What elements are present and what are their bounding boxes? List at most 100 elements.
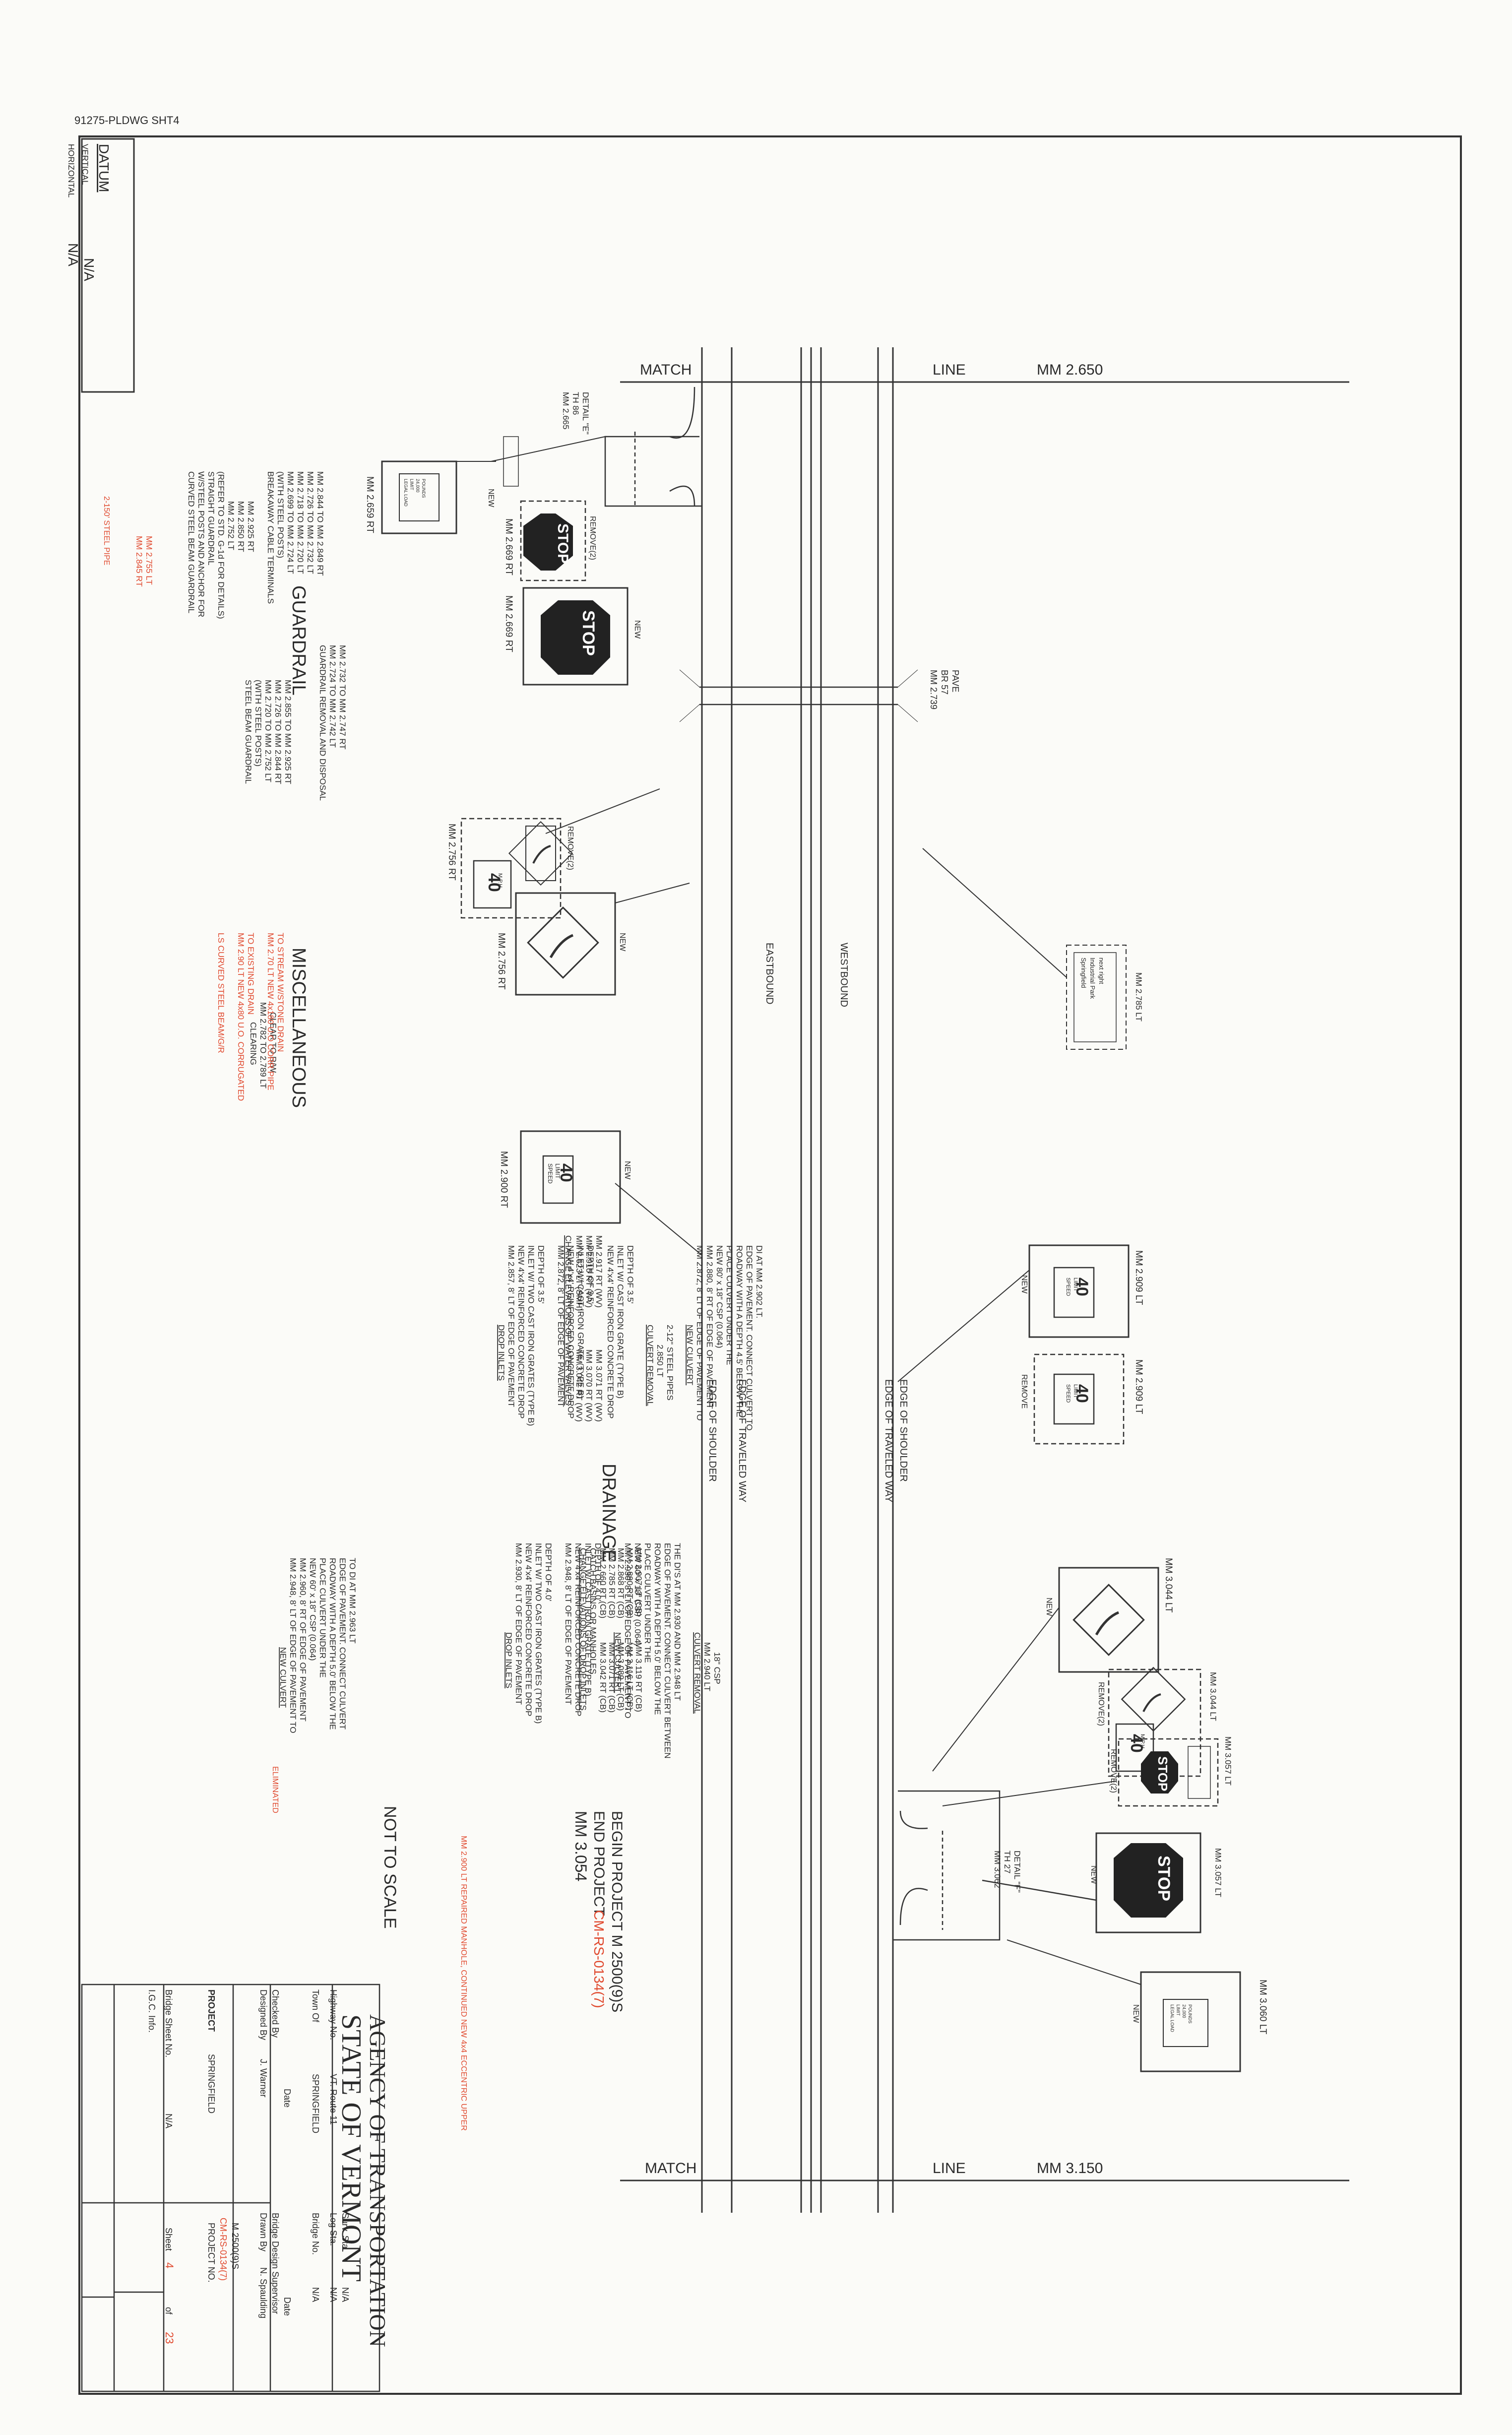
drainage-mh-block: CHANGE ELEVATIONS OF WATER VALVES MM 2.6… [564,1235,604,1422]
drainage-red-manhole: MM 2.900 LT REPAIRED MANHOLE, CONTINUED … [459,1836,468,2131]
sign-stop-new-3057: STOP NEW MM 3.057 LT [1089,1832,1223,1933]
svg-text:MM 3.071 RT (WV): MM 3.071 RT (WV) [594,1349,604,1422]
svg-text:CHANGE ELEVATIONS OF WATER VAL: CHANGE ELEVATIONS OF WATER VALVES [564,1235,573,1406]
svg-text:NEW: NEW [1132,2004,1140,2023]
svg-text:MM 2.70 LT NEW 4x180 U.O CORR: MM 2.70 LT NEW 4x180 U.O CORR PIPE [266,933,275,1090]
svg-text:MM 2.699 TO MM 2.724 LT: MM 2.699 TO MM 2.724 LT [286,471,295,574]
svg-text:Surv. Sta.: Surv. Sta. [340,2213,350,2251]
svg-text:J. Warner: J. Warner [258,2059,268,2097]
guardrail-title: GUARDRAIL [288,585,309,696]
match-top-left: MATCH [640,362,692,378]
svg-text:MM 3.042 RT (CB): MM 3.042 RT (CB) [598,1642,608,1713]
label-edge-traveled-1: EDGE OF TRAVELED WAY [737,1379,748,1502]
svg-text:PAVE: PAVE [950,670,960,692]
svg-text:STRAIGHT GUARDRAIL: STRAIGHT GUARDRAIL [206,471,216,566]
svg-text:N. Spaulding: N. Spaulding [258,2267,268,2318]
svg-text:EDGE OF PAVEMENT. CONNECT CULV: EDGE OF PAVEMENT. CONNECT CULVERT TO [745,1245,754,1430]
svg-text:MM 2.930, 8' LT OF EDGE OF PAV: MM 2.930, 8' LT OF EDGE OF PAVEMENT [514,1543,523,1705]
svg-text:NEW CULVERT: NEW CULVERT [613,1632,623,1693]
drainage-inlets-block: DROP INLETS MM 2.857, 8' LT OF EDGE OF P… [497,1245,764,1430]
svg-text:MM 2.948, 8' LT OF EDGE OF PAV: MM 2.948, 8' LT OF EDGE OF PAVEMENT [564,1543,573,1705]
svg-text:STOP: STOP [1155,1756,1170,1791]
svg-text:AGENCY OF TRANSPORTATION: AGENCY OF TRANSPORTATION [365,2014,390,2347]
svg-text:ROADWAY WITH A DEPTH 5.0' BELO: ROADWAY WITH A DEPTH 5.0' BELOW THE [653,1543,662,1715]
svg-text:M.P.H.: M.P.H. [1139,1734,1145,1750]
svg-text:PLACE CULVERT UNDER THE: PLACE CULVERT UNDER THE [318,1558,327,1678]
match-bottom-left: MATCH [645,2160,696,2177]
svg-text:Bridge No.: Bridge No. [311,2213,320,2255]
mm-3057b: MM 3.057 LT [1213,1848,1223,1897]
mm-2669b: MM 2.669 RT [504,595,514,652]
svg-text:LIMIT: LIMIT [1072,1384,1078,1398]
mm-3044a: MM 3.044 LT [1163,1558,1174,1613]
svg-text:DEPTH OF 3.5': DEPTH OF 3.5' [536,1245,546,1304]
svg-text:MM 2.850 RT: MM 2.850 RT [236,501,246,552]
svg-text:N/A: N/A [311,2287,320,2302]
mm-2659: MM 2.659 RT [365,476,375,533]
label-edge-shoulder-1: EDGE OF SHOULDER [707,1379,718,1482]
svg-text:ROADWAY WITH A DEPTH 4.5' BELO: ROADWAY WITH A DEPTH 4.5' BELOW THE [735,1245,744,1417]
title-sheet-info: I.G.C. Info. Bridge Sheet No. N/A Sheet … [147,1989,176,2344]
svg-text:REMOVE(2): REMOVE(2) [1109,1749,1118,1793]
svg-text:INLET W/ CAST IRON GRATE (TYPE: INLET W/ CAST IRON GRATE (TYPE B) [576,1245,585,1399]
svg-text:NEW 80' x 18" CSP (0.064): NEW 80' x 18" CSP (0.064) [715,1245,724,1348]
svg-text:Log Sta.: Log Sta. [328,2213,338,2246]
datum-title: DATUM [96,144,112,192]
svg-text:MM 2.915 RT (WV): MM 2.915 RT (WV) [584,1235,594,1308]
svg-text:THE DI'S AT MM 2.930 AND MM 2.: THE DI'S AT MM 2.930 AND MM 2.948 LT [673,1543,682,1701]
svg-text:INLET W/ CAST IRON GRATE (TYPE: INLET W/ CAST IRON GRATE (TYPE B) [583,1543,593,1696]
svg-text:DETAIL "F": DETAIL "F" [1012,1851,1022,1893]
svg-text:MM 2.857, 8' LT OF EDGE OF PAV: MM 2.857, 8' LT OF EDGE OF PAVEMENT [506,1245,516,1407]
svg-text:NEW CULVERT: NEW CULVERT [685,1325,694,1385]
svg-text:POUNDS: POUNDS [1188,2004,1193,2024]
match-top-right: LINE [933,362,966,378]
svg-text:MM 3.062: MM 3.062 [993,1851,1002,1888]
svg-text:Sheet: Sheet [164,2228,174,2251]
svg-text:NEW 4'x4' REINFORCED CONCRETE: NEW 4'x4' REINFORCED CONCRETE DROP [573,1543,583,1716]
label-edge-traveled-2: EDGE OF TRAVELED WAY [883,1379,894,1502]
svg-text:2.850 LT: 2.850 LT [655,1345,665,1377]
svg-text:(WITH STEEL POSTS): (WITH STEEL POSTS) [253,680,263,767]
svg-text:MM 2.739: MM 2.739 [929,670,939,709]
mm-2909b: MM 2.909 LT [1134,1359,1144,1414]
svg-text:40: 40 [1072,1278,1091,1296]
svg-text:BREAKAWAY CABLE TERMINALS: BREAKAWAY CABLE TERMINALS [266,471,275,604]
datum-box: DATUM VERTICAL N/A HORIZONTAL N/A [65,138,135,393]
sign-curve-remove-2756: 40 M.P.H. REMOVE(2) MM 2.756 RT [446,788,660,919]
sheet-border [78,135,1462,2395]
svg-text:LEGAL LOAD: LEGAL LOAD [1170,2004,1175,2032]
svg-text:DROP INLETS: DROP INLETS [504,1632,513,1688]
match-bottom-right: LINE [933,2160,966,2177]
sign-stop-new-2669: STOP NEW MM 2.669 RT [504,587,641,686]
svg-text:NEW: NEW [633,620,641,639]
svg-text:MM 2.844 TO MM 2.849 RT: MM 2.844 TO MM 2.849 RT [315,471,325,576]
sign-info-2785: Springfield Industrial Park next right M… [922,848,1143,1050]
svg-text:MM 2.948, 8' LT OF EDGE OF PAV: MM 2.948, 8' LT OF EDGE OF PAVEMENT TO [288,1558,298,1733]
svg-text:EDGE OF PAVEMENT. CONNECT CULV: EDGE OF PAVEMENT. CONNECT CULVERT BETWEE… [663,1543,672,1759]
svg-text:STOP: STOP [1154,1856,1173,1901]
svg-text:PROJECT NO.: PROJECT NO. [206,2223,216,2283]
svg-text:N/A: N/A [340,2287,350,2302]
svg-text:TO DI AT MM 2.963 LT: TO DI AT MM 2.963 LT [348,1558,357,1644]
drainage-right-inlets: DROP INLETS MM 2.930, 8' LT OF EDGE OF P… [504,1543,722,1759]
svg-text:REMOVE(2): REMOVE(2) [1097,1682,1105,1726]
svg-text:MM 2.726 TO MM 2.844 RT: MM 2.726 TO MM 2.844 RT [273,680,283,784]
svg-text:Date: Date [282,2089,292,2108]
svg-text:next right: next right [1098,958,1105,984]
svg-text:TH 27: TH 27 [1003,1851,1012,1873]
svg-text:Date: Date [282,2297,292,2316]
svg-text:24,000: 24,000 [1182,2004,1187,2018]
mm-2669a: MM 2.669 RT [504,518,514,576]
guardrail-right-block: STEEL BEAM GUARDRAIL (WITH STEEL POSTS) … [244,645,347,801]
label-eastbound: EASTBOUND [764,943,775,1004]
sign-stop-remove-3057: STOP REMOVE(2) MM 3.057 LT [942,1736,1233,1807]
svg-text:MM 2.872, 8' LT OF EDGE OF PAV: MM 2.872, 8' LT OF EDGE OF PAVEMENT [556,1245,566,1407]
datum-horizontal-value: N/A [65,243,81,266]
svg-text:NEW: NEW [1020,1275,1028,1294]
svg-text:40: 40 [1127,1734,1146,1753]
svg-text:N/A: N/A [328,2287,338,2302]
svg-text:VT. Route 11: VT. Route 11 [328,2074,338,2125]
svg-text:GUARDRAIL REMOVAL AND DISPOSAL: GUARDRAIL REMOVAL AND DISPOSAL [318,645,327,801]
drainage-right-block: CHANGE ELEVATIONS OF DROP INLETS CATCH B… [578,1548,643,1713]
svg-text:STOP: STOP [579,610,598,656]
